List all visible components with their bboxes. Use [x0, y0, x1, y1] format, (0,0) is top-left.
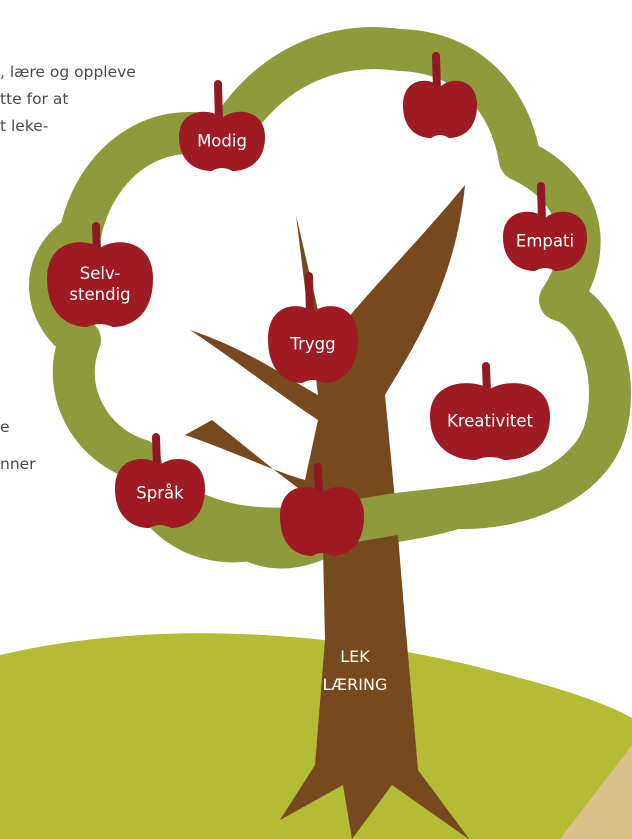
- apple-body: [179, 111, 265, 171]
- apple-body: [115, 458, 205, 528]
- apple-body: [268, 306, 358, 383]
- apples-group: ModigEmpatiSelv-stendigTryggKreativitetS…: [47, 52, 587, 556]
- apple-bottom: [280, 463, 364, 556]
- tree-canopy: [29, 27, 631, 569]
- apple-stem: [152, 433, 161, 472]
- sand-path: [560, 745, 632, 839]
- apple-modig: Modig: [179, 80, 265, 171]
- canopy-band-bottom: [179, 471, 561, 550]
- apple-stem: [432, 52, 441, 94]
- apple-label-selvstendig: Selv-: [80, 264, 121, 283]
- trunk-label-laering: LÆRING: [323, 675, 388, 694]
- apple-sprak: Språk: [115, 433, 205, 528]
- apple-label-trygg: Trygg: [289, 335, 335, 354]
- apple-body: [403, 80, 477, 138]
- side-text-line-1: e: [0, 418, 10, 436]
- trunk-label-lek: LEK: [340, 647, 370, 666]
- apple-label-kreativitet: Kreativitet: [447, 412, 534, 431]
- grass-hill: [0, 633, 632, 839]
- apple-stem: [537, 182, 546, 225]
- apple-empati: Empati: [503, 182, 587, 271]
- apple-top: [403, 52, 477, 138]
- apple-body: [503, 211, 587, 271]
- intro-text-line-3: t leke-: [0, 117, 49, 135]
- apple-body: [47, 242, 153, 327]
- apple-stem: [305, 272, 314, 319]
- side-text-line-2: nner: [0, 455, 36, 473]
- apple-label-modig: Modig: [197, 132, 247, 151]
- apple-selvstendig: Selv-stendig: [47, 222, 153, 327]
- intro-text-line-2: tte for at: [0, 90, 69, 108]
- apple-label-selvstendig: stendig: [69, 285, 130, 304]
- apple-body: [280, 486, 364, 556]
- apple-body: [430, 383, 550, 460]
- apple-label-empati: Empati: [516, 232, 574, 251]
- apple-stem: [214, 80, 223, 125]
- apple-trygg: Trygg: [268, 272, 358, 383]
- apple-kreativitet: Kreativitet: [430, 362, 550, 460]
- intro-text-line-1: , lære og oppleve: [0, 63, 136, 81]
- apple-label-sprak: Språk: [136, 484, 184, 503]
